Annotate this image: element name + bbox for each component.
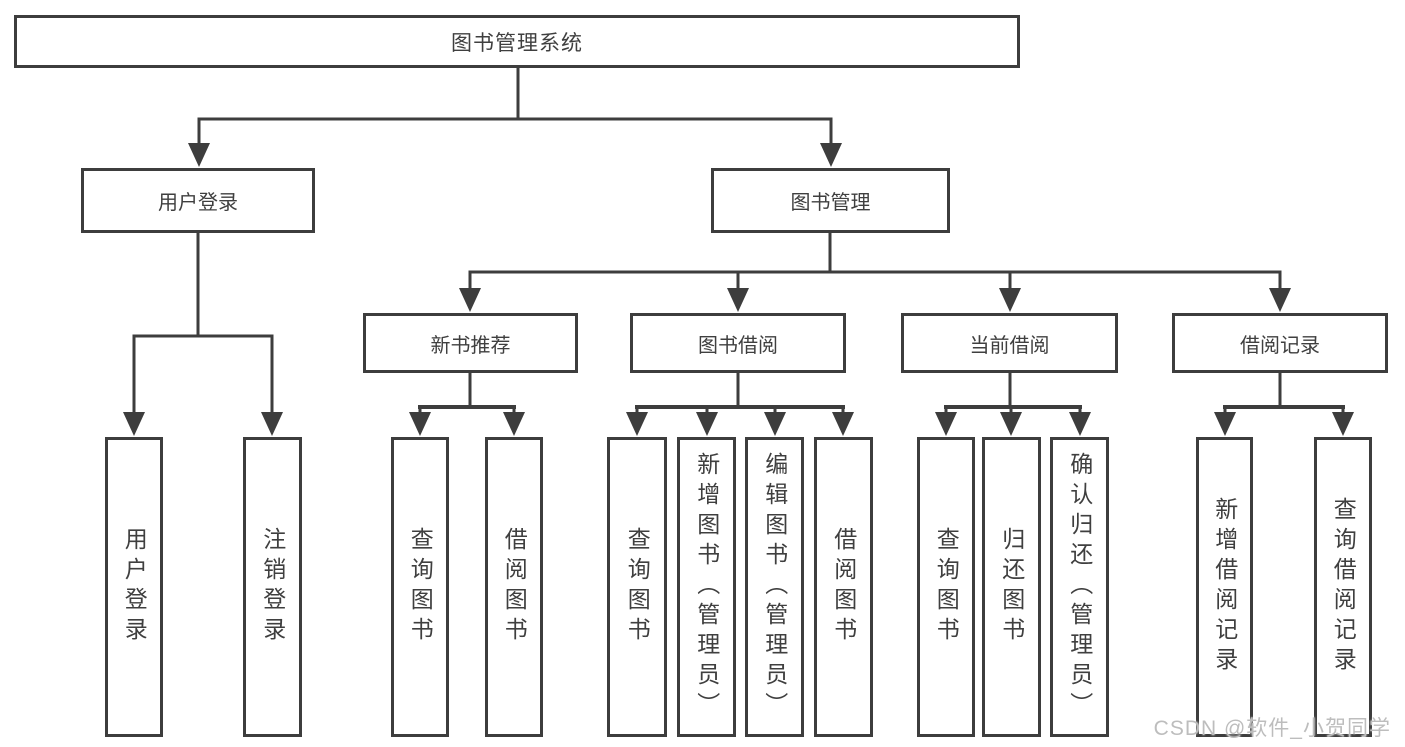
node-current-borrow: 当前借阅 — [901, 313, 1118, 373]
node-user-login-label: 用户登录 — [158, 192, 238, 214]
leaf-add-book-admin: 新增图书（管理员） — [677, 437, 736, 737]
leaf-edit-book-admin-label: 编辑图书（管理员） — [761, 452, 788, 722]
node-borrow-records-label: 借阅记录 — [1240, 334, 1320, 357]
leaf-edit-book-admin: 编辑图书（管理员） — [745, 437, 804, 737]
leaf-return-book-label: 归还图书 — [998, 527, 1025, 647]
connector-current-borrow-branch — [935, 373, 1091, 436]
connector-book-management-branch — [459, 233, 1291, 312]
leaf-query-books-current: 查询图书 — [917, 437, 975, 737]
node-book-management: 图书管理 — [711, 168, 950, 233]
leaf-confirm-return-admin: 确认归还（管理员） — [1050, 437, 1109, 737]
leaf-query-books-newbooks: 查询图书 — [391, 437, 449, 737]
connector-book-borrow-branch — [626, 373, 854, 436]
node-book-management-label: 图书管理 — [790, 192, 871, 214]
node-book-borrow: 图书借阅 — [630, 313, 846, 373]
node-borrow-records: 借阅记录 — [1172, 313, 1388, 373]
leaf-query-borrow-record-label: 查询借阅记录 — [1330, 497, 1357, 677]
watermark: CSDN @软件_小贺同学 — [1153, 717, 1391, 740]
node-current-borrow-label: 当前借阅 — [969, 334, 1050, 357]
node-user-login: 用户登录 — [81, 168, 315, 233]
connector-borrow-records-branch — [1214, 373, 1354, 436]
leaf-borrow-books-newbooks: 借阅图书 — [485, 437, 543, 737]
connector-user-login-branch — [123, 233, 283, 436]
leaf-logout-label: 注销登录 — [259, 527, 286, 647]
leaf-add-borrow-record: 新增借阅记录 — [1196, 437, 1253, 737]
leaf-query-books-borrow: 查询图书 — [607, 437, 667, 737]
leaf-user-login-label: 用户登录 — [121, 527, 148, 647]
node-book-borrow-label: 图书借阅 — [698, 334, 778, 357]
leaf-borrow-books-newbooks-label: 借阅图书 — [501, 527, 528, 647]
node-new-book-recommend-label: 新书推荐 — [430, 334, 511, 357]
leaf-add-book-admin-label: 新增图书（管理员） — [693, 452, 720, 722]
leaf-add-borrow-record-label: 新增借阅记录 — [1211, 497, 1238, 677]
node-root-label: 图书管理系统 — [451, 31, 583, 55]
leaf-query-books-newbooks-label: 查询图书 — [407, 527, 434, 647]
leaf-logout: 注销登录 — [243, 437, 302, 737]
leaf-return-book: 归还图书 — [982, 437, 1041, 737]
leaf-query-books-current-label: 查询图书 — [933, 527, 960, 647]
leaf-query-books-borrow-label: 查询图书 — [624, 527, 651, 647]
leaf-query-borrow-record: 查询借阅记录 — [1314, 437, 1372, 737]
connector-new-books-branch — [409, 373, 525, 436]
leaf-user-login: 用户登录 — [105, 437, 163, 737]
node-root: 图书管理系统 — [14, 15, 1020, 68]
leaf-borrow-books-borrow: 借阅图书 — [814, 437, 873, 737]
leaf-confirm-return-admin-label: 确认归还（管理员） — [1066, 452, 1093, 722]
connector-root-to-level2 — [188, 68, 842, 167]
leaf-borrow-books-borrow-label: 借阅图书 — [830, 527, 857, 647]
node-new-book-recommend: 新书推荐 — [363, 313, 578, 373]
